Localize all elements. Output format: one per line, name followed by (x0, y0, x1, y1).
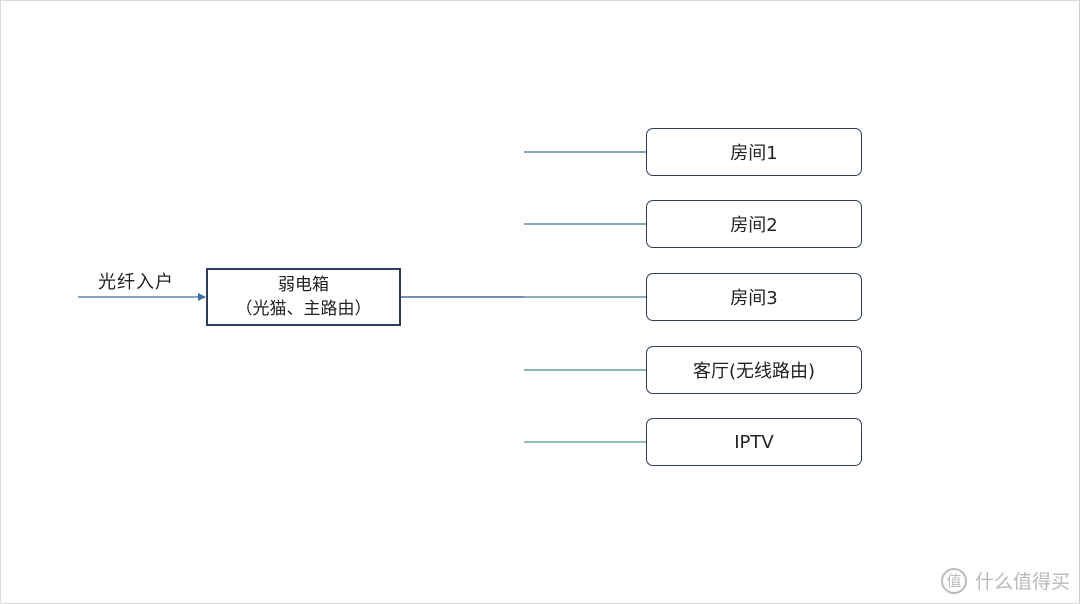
fiber-input-label: 光纤入户 (98, 272, 174, 293)
branch-node-room1: 房间1 (646, 128, 862, 176)
watermark-text: 什么值得买 (974, 571, 1070, 593)
branch-node-room3: 房间3 (646, 273, 862, 321)
watermark-logo-icon: 值 (940, 567, 967, 594)
branch-node-iptv: IPTV (646, 418, 862, 466)
weak-current-box-node: 弱电箱 （光猫、主路由） (206, 268, 401, 326)
branch-node-room2: 房间2 (646, 200, 862, 248)
main-node-subtitle: （光猫、主路由） (235, 299, 372, 319)
branch-node-living-room: 客厅(无线路由) (646, 346, 862, 394)
watermark: 值 什么值得买 (940, 567, 1070, 594)
main-node-title: 弱电箱 (278, 275, 329, 295)
